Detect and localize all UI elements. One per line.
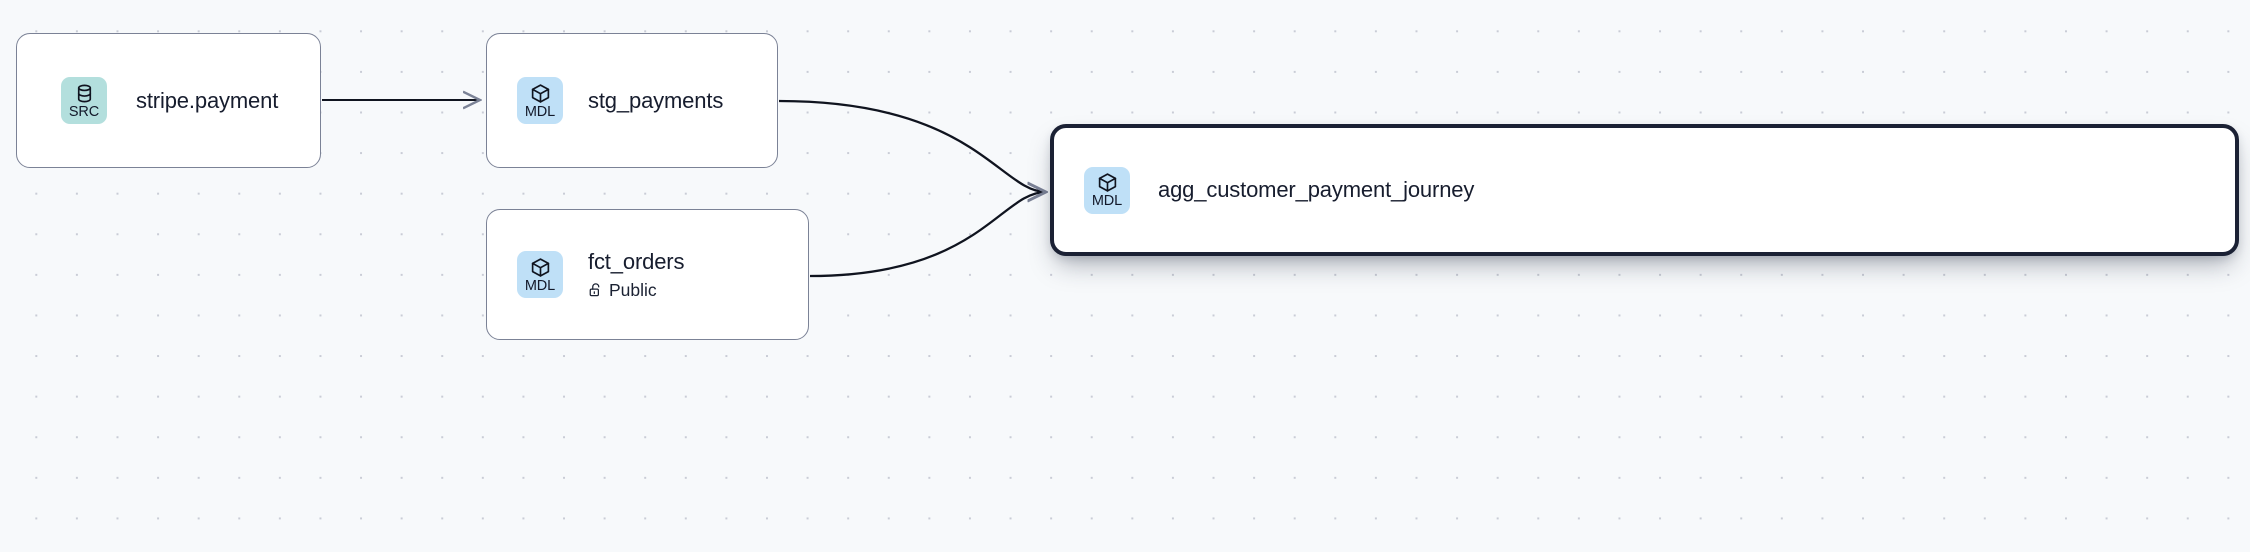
node-badge-mdl: MDL xyxy=(517,251,563,298)
node-visibility: Public xyxy=(588,280,684,300)
node-body: stg_payments xyxy=(588,88,723,114)
node-badge-label: MDL xyxy=(1091,193,1123,209)
database-icon xyxy=(74,82,95,104)
node-title: fct_orders xyxy=(588,249,685,274)
cube-icon xyxy=(530,256,551,278)
lineage-node-stg-payments[interactable]: MDL stg_payments xyxy=(486,33,778,168)
node-badge-mdl: MDL xyxy=(517,77,563,124)
node-visibility-label: Public xyxy=(609,280,657,300)
node-badge-label: MDL xyxy=(524,277,556,294)
node-badge-label: MDL xyxy=(524,103,556,120)
lineage-node-agg-customer-payment-journey[interactable]: MDL agg_customer_payment_journey xyxy=(1050,124,2239,256)
lineage-node-stripe-payment[interactable]: SRC stripe.payment xyxy=(16,33,321,168)
cube-icon xyxy=(1097,171,1118,193)
node-title: stripe.payment xyxy=(136,87,279,113)
node-body: agg_customer_payment_journey xyxy=(1158,177,1474,203)
node-title: stg_payments xyxy=(588,87,724,113)
edge-stg-payments-to-agg-journey xyxy=(778,99,1046,192)
node-body: stripe.payment xyxy=(136,88,278,114)
node-badge-src: SRC xyxy=(61,77,107,124)
node-body: fct_orders Public xyxy=(588,249,684,300)
cube-icon xyxy=(530,82,551,104)
node-badge-mdl: MDL xyxy=(1084,166,1130,214)
edge-fct-orders-to-agg-journey xyxy=(809,192,1046,278)
node-badge-label: SRC xyxy=(68,103,100,120)
node-title: agg_customer_payment_journey xyxy=(1158,177,1475,202)
unlock-icon xyxy=(588,282,603,298)
lineage-node-fct-orders[interactable]: MDL fct_orders Public xyxy=(486,209,809,340)
